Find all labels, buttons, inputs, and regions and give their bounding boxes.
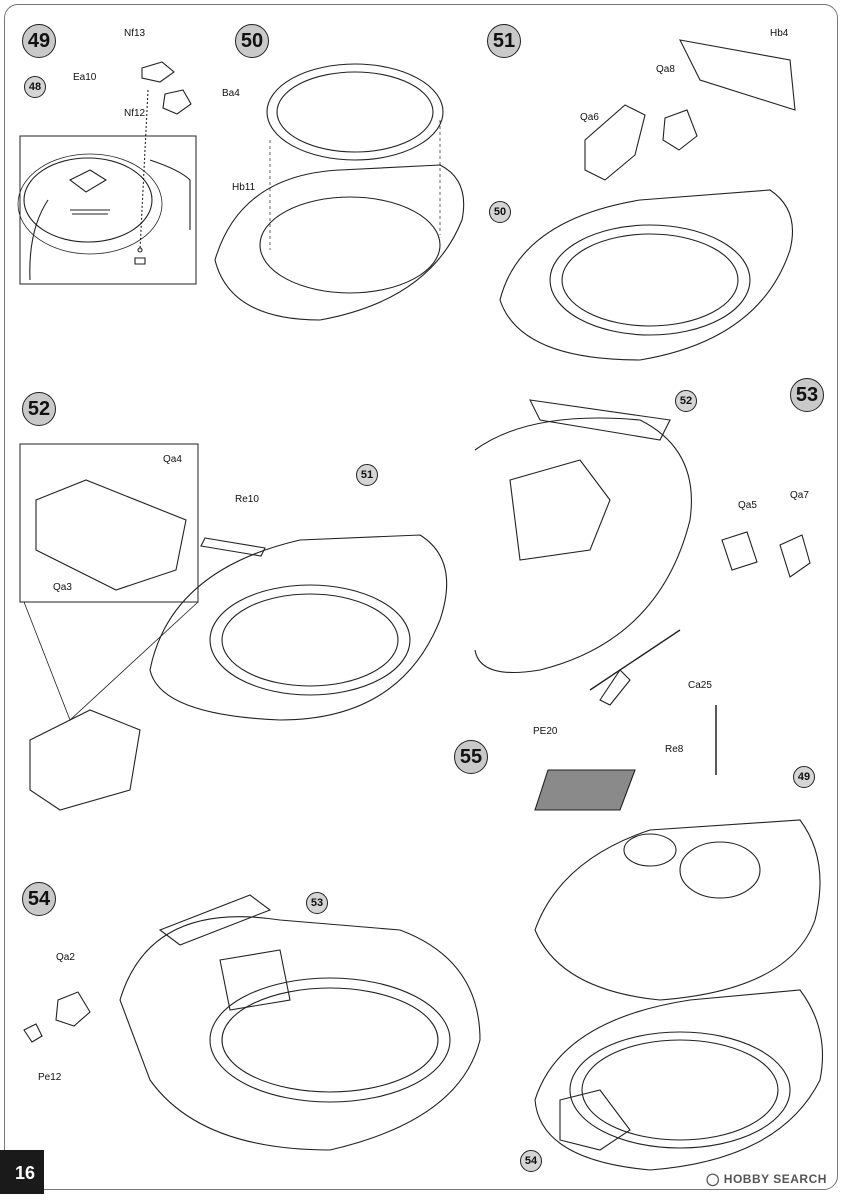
ref-52-marker: 52	[675, 390, 697, 412]
step-55-marker: 55	[454, 740, 488, 774]
watermark-text: HOBBY SEARCH	[723, 1172, 827, 1186]
part-label-qa3: Qa3	[53, 582, 72, 593]
part-label-qa4: Qa4	[163, 454, 182, 465]
step-50-drawing	[214, 63, 465, 321]
ref-50-marker: 50	[489, 201, 511, 223]
step-52-marker: 52	[22, 392, 56, 426]
part-label-pe20: PE20	[533, 726, 558, 737]
part-label-nf12: Nf12	[124, 108, 146, 119]
step-49-parts-drawing	[139, 61, 192, 251]
page-number-tab	[0, 1150, 44, 1194]
part-label-hb11: Hb11	[232, 182, 256, 193]
part-label-re8: Re8	[665, 744, 684, 755]
part-label-re10: Re10	[235, 494, 259, 505]
hobby-search-watermark: ◯ HOBBY SEARCH	[706, 1172, 827, 1186]
step-49-marker: 49	[22, 24, 56, 58]
part-label-qa6: Qa6	[580, 112, 599, 123]
page-frame	[4, 4, 838, 1190]
ref-51-marker: 51	[356, 464, 378, 486]
part-label-qa8: Qa8	[656, 64, 675, 75]
ref-49-marker: 49	[793, 766, 815, 788]
part-label-ba4: Ba4	[222, 88, 240, 99]
part-label-nf13: Nf13	[124, 28, 146, 39]
part-label-hb4: Hb4	[770, 28, 789, 39]
step-51-marker: 51	[487, 24, 521, 58]
part-label-ca25: Ca25	[688, 680, 712, 691]
step-53-drawing	[474, 399, 811, 706]
hobby-search-logo-icon: ◯	[706, 1172, 720, 1186]
part-label-qa7: Qa7	[790, 490, 809, 501]
step-51-drawing	[499, 39, 796, 361]
page-number: 16	[14, 1162, 36, 1183]
step-54-drawing	[23, 894, 481, 1151]
step-50-marker: 50	[235, 24, 269, 58]
part-label-qa5: Qa5	[738, 500, 757, 511]
step-48-inset-drawing	[17, 135, 197, 285]
step-53-marker: 53	[790, 378, 824, 412]
step-54-marker: 54	[22, 882, 56, 916]
part-label-pe12: Pe12	[38, 1072, 62, 1083]
step-48-marker: 48	[24, 76, 46, 98]
part-label-qa2: Qa2	[56, 952, 75, 963]
step-55-drawing	[534, 705, 823, 1171]
ref-54-marker: 54	[520, 1150, 542, 1172]
part-label-ea10: Ea10	[73, 72, 97, 83]
step-52-drawing	[19, 443, 448, 811]
ref-53-marker: 53	[306, 892, 328, 914]
